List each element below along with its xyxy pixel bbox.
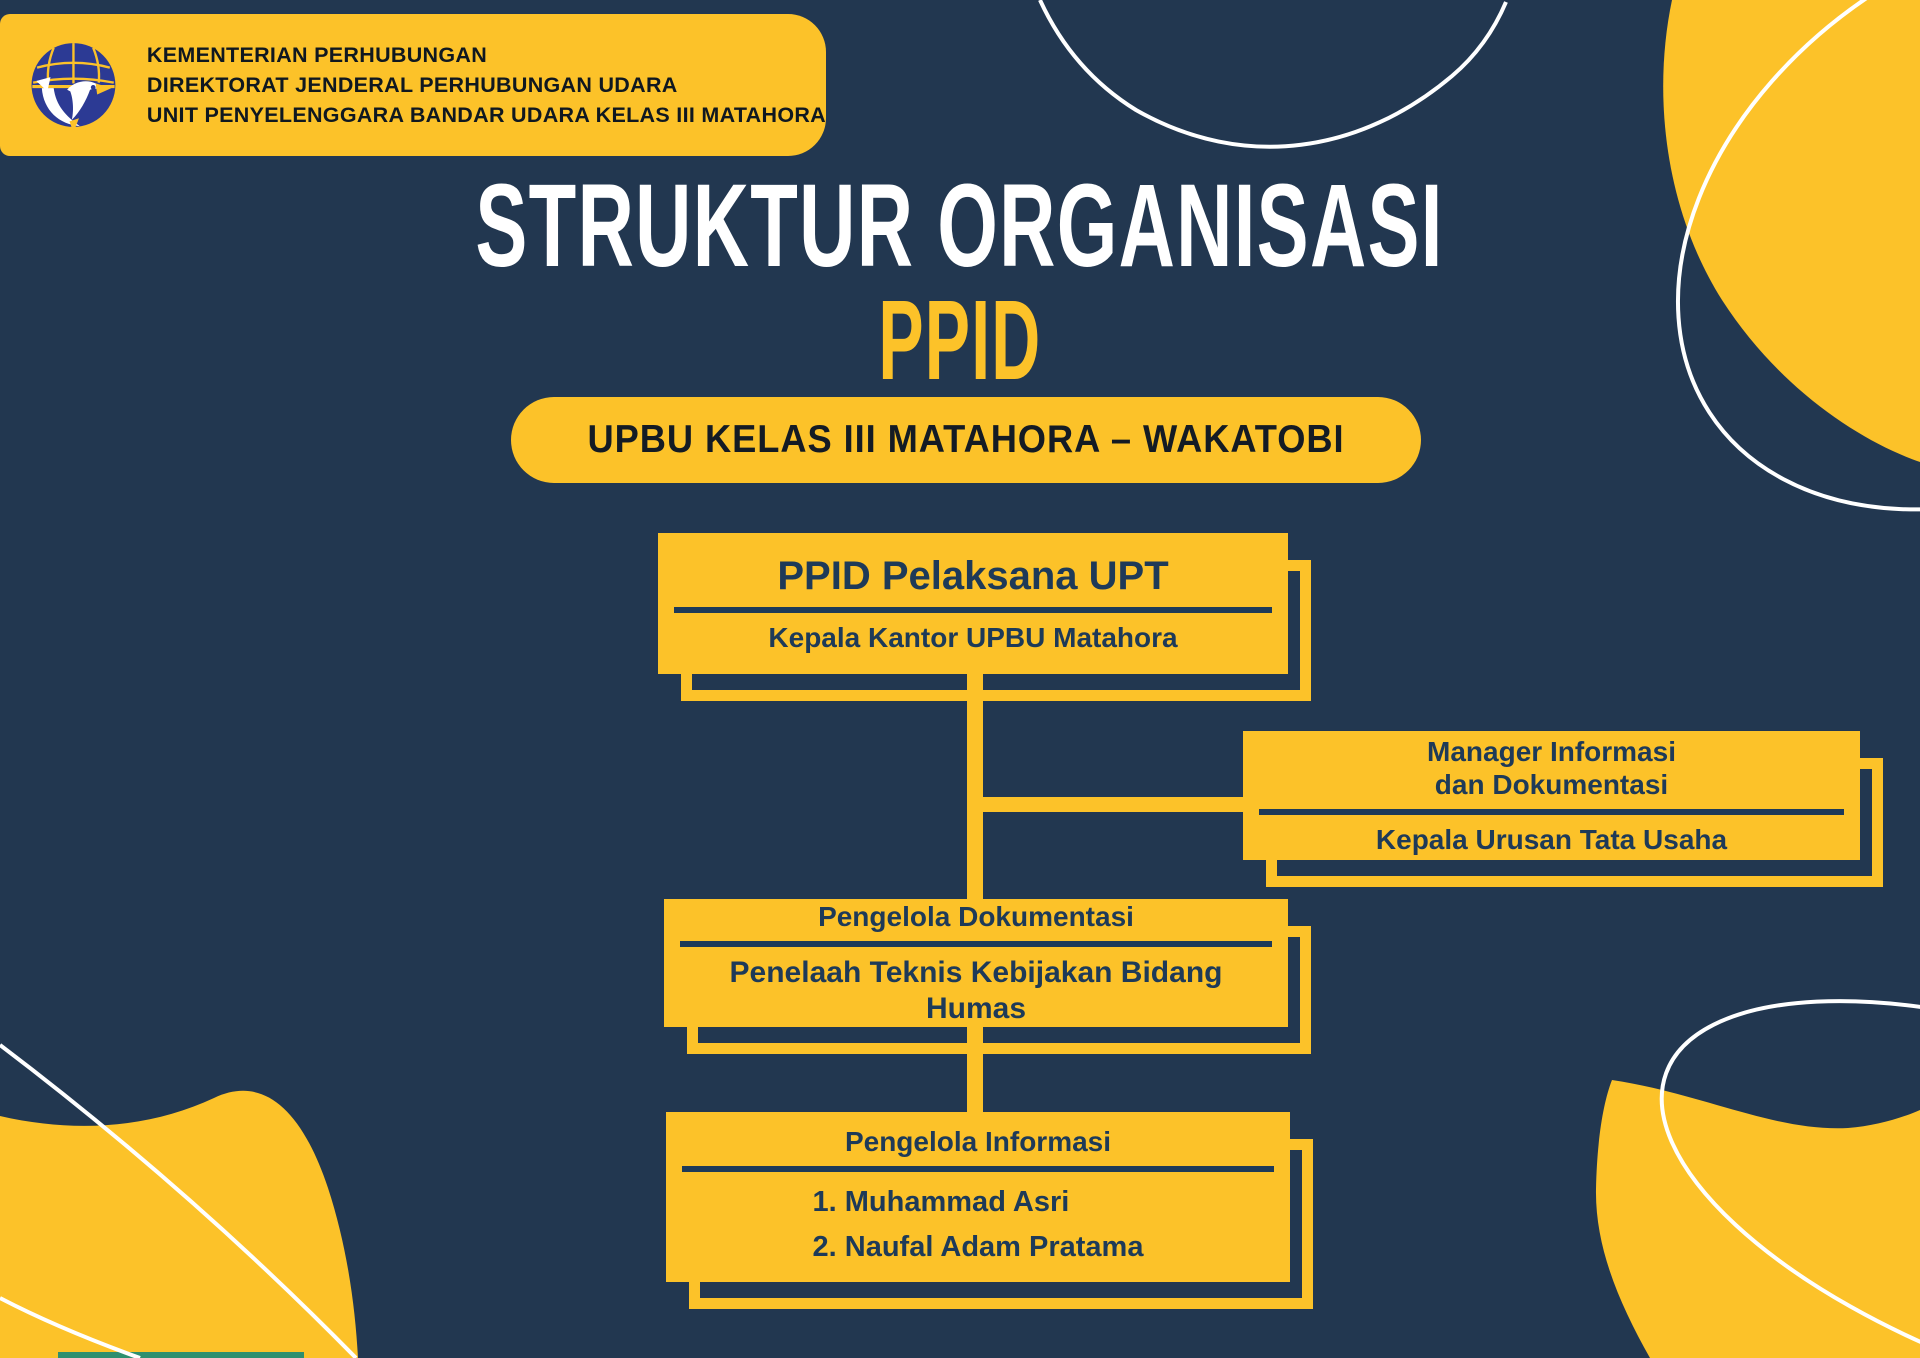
node-role-line-2: dan Dokumentasi [1434, 768, 1669, 800]
org-node-pengelola-informasi: Pengelola Informasi 1. Muhammad Asri 2. … [666, 1112, 1313, 1309]
agency-line-directorate: DIREKTORAT JENDERAL PERHUBUNGAN UDARA [146, 73, 678, 97]
node-divider [680, 940, 1272, 947]
agency-header-bar: KEMENTERIAN PERHUBUNGAN DIREKTORAT JENDE… [0, 14, 826, 156]
bottom-right-ring [1659, 999, 1920, 1358]
unit-banner: UPBU KELAS III MATAHORA – WAKATOBI [511, 397, 1421, 483]
bottom-left-corner-arc [0, 1296, 141, 1358]
bottom-left-arc [0, 1043, 358, 1358]
node-role: PPID Pelaksana UPT [777, 553, 1169, 598]
page-title-text: STRUKTUR ORGANISASI [475, 160, 1445, 292]
node-divider [1259, 808, 1844, 815]
agency-line-ministry: KEMENTERIAN PERHUBUNGAN [146, 43, 488, 67]
node-role: Pengelola Informasi [844, 1125, 1112, 1157]
connector-branch-line [975, 797, 1251, 812]
node-holder: Kepala Urusan Tata Usaha [1375, 823, 1728, 855]
org-node-ppid-pelaksana-upt: PPID Pelaksana UPT Kepala Kantor UPBU Ma… [658, 533, 1311, 701]
node-divider [674, 606, 1272, 613]
node-role-line-1: Manager Informasi [1427, 735, 1676, 767]
connector-vertical-line [967, 666, 983, 1118]
node-holder: Penelaah Teknis Kebijakan Bidang Humas [729, 955, 1223, 1025]
node-member-list: 1. Muhammad Asri 2. Naufal Adam Pratama [813, 1180, 1144, 1270]
page-title: STRUKTUR ORGANISASI [0, 160, 1920, 292]
bottom-left-blob [0, 1090, 358, 1358]
agency-line-unit: UNIT PENYELENGGARA BANDAR UDARA KELAS II… [146, 103, 826, 127]
org-node-manager-informasi: Manager Informasi dan Dokumentasi Kepala… [1243, 731, 1883, 887]
title-arc [1038, 0, 1508, 149]
member-item-2: 2. Naufal Adam Pratama [812, 1230, 1144, 1263]
teal-strip [58, 1352, 304, 1358]
unit-banner-label: UPBU KELAS III MATAHORA – WAKATOBI [587, 418, 1345, 461]
member-item-1: 1. Muhammad Asri [812, 1185, 1070, 1218]
page-subtitle-ppid: PPID [0, 284, 1920, 397]
kemenhub-logo-icon [28, 39, 121, 137]
top-right-blob [1663, 0, 1920, 462]
node-divider [682, 1165, 1274, 1172]
top-right-ring [1675, 0, 1920, 512]
agency-name-block: KEMENTERIAN PERHUBUNGAN DIREKTORAT JENDE… [147, 44, 826, 126]
node-role: Pengelola Dokumentasi [818, 900, 1134, 932]
node-holder: Kepala Kantor UPBU Matahora [768, 621, 1178, 653]
org-node-pengelola-dokumentasi: Pengelola Dokumentasi Penelaah Teknis Ke… [664, 899, 1311, 1054]
page-subtitle-text: PPID [878, 277, 1042, 403]
